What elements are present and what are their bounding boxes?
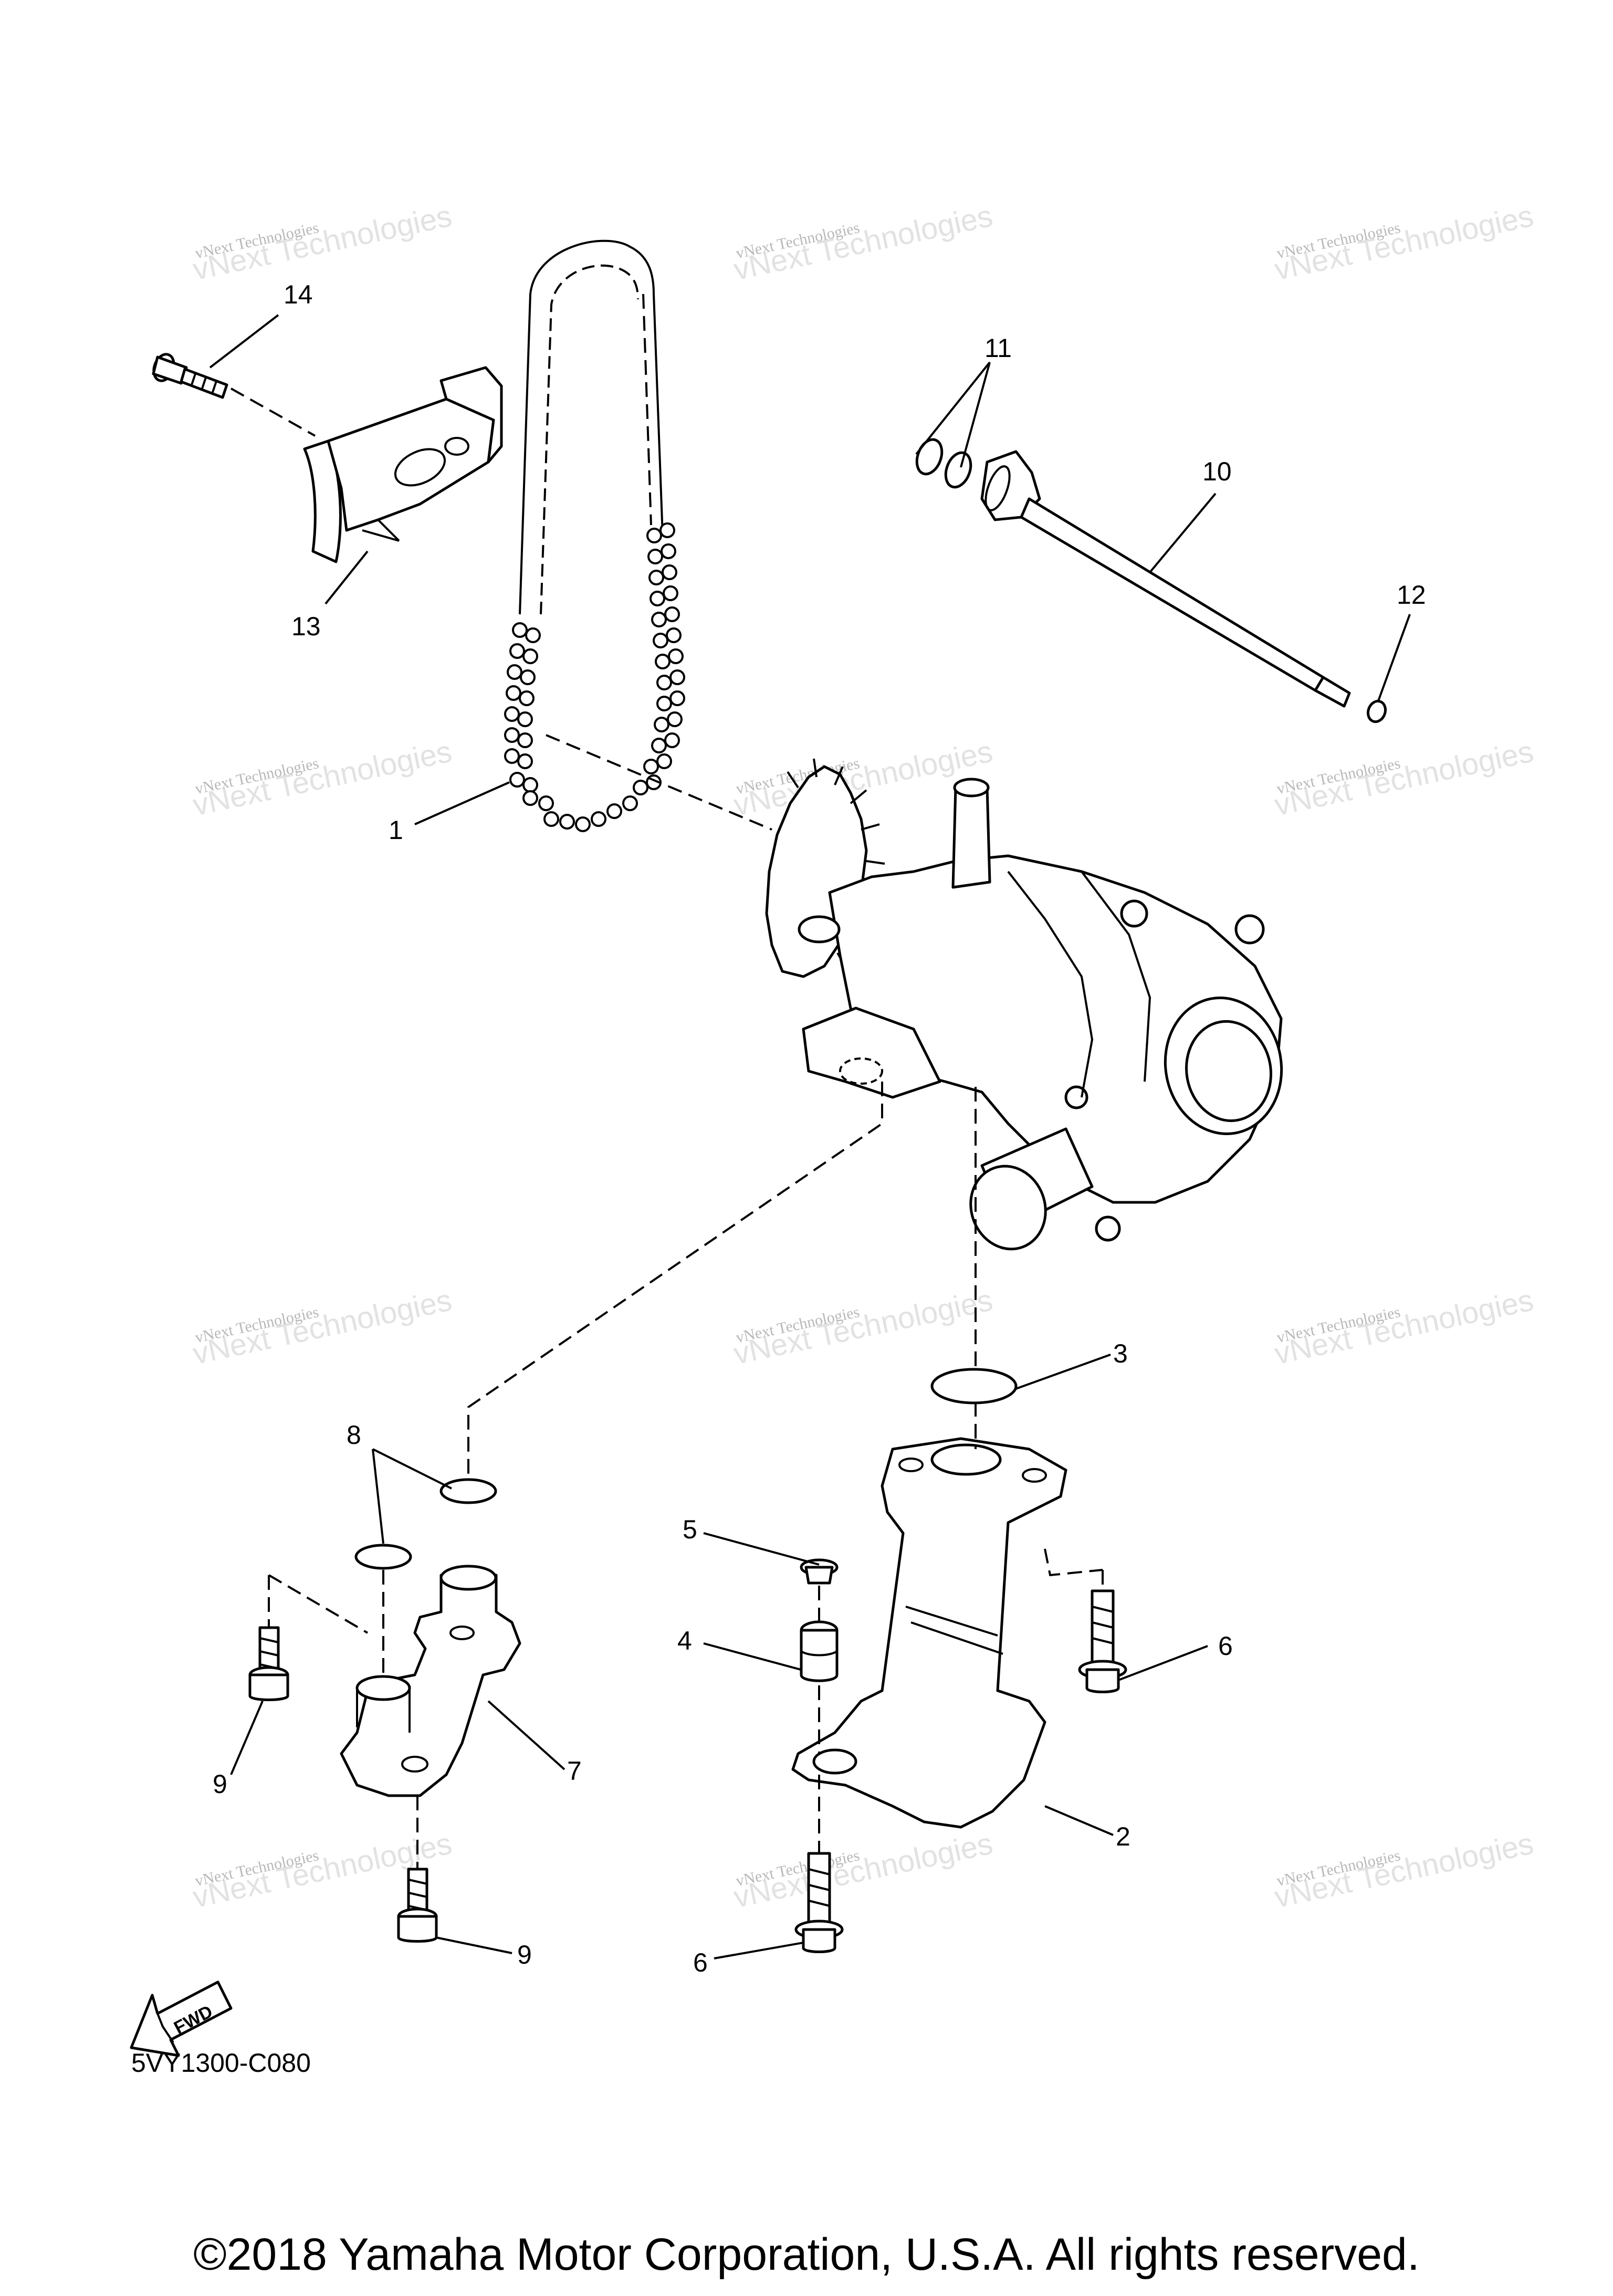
watermark: vNext Technologies vNext Technologies [190, 198, 455, 287]
callout-9-lower: 9 [517, 1940, 532, 1969]
part-5-collar[interactable] [800, 1558, 839, 1585]
part-13-chain-guide[interactable] [303, 366, 503, 563]
part-9-bolt-upper[interactable] [248, 1626, 289, 1701]
part-14-screw[interactable] [150, 351, 228, 399]
callout-4: 4 [677, 1626, 692, 1655]
watermark: vNext Technologies vNext Technologies [1272, 198, 1536, 287]
part-3-o-ring[interactable] [930, 1368, 1018, 1404]
chain-links [504, 522, 685, 832]
callout-8: 8 [347, 1420, 361, 1450]
part-6-flange-bolt-lower[interactable] [794, 1852, 844, 1953]
watermark: vNext Technologies vNext Technologies [190, 1283, 455, 1371]
callout-14: 14 [284, 280, 313, 309]
watermark: vNext Technologies vNext Technologies [731, 1283, 996, 1371]
callout-11: 11 [984, 333, 1012, 363]
watermark: vNext Technologies vNext Technologies [190, 734, 455, 822]
callout-7: 7 [567, 1756, 582, 1786]
callout-3: 3 [1113, 1339, 1128, 1368]
part-12-circlip[interactable] [1365, 699, 1388, 725]
part-1-drive-chain[interactable] [504, 239, 685, 832]
watermark: vNext Technologies vNext Technologies [1272, 1826, 1536, 1914]
copyright-notice: ©2018 Yamaha Motor Corporation, U.S.A. A… [193, 2229, 1420, 2280]
watermark: vNext Technologies vNext Technologies [731, 198, 996, 287]
callout-6-lower: 6 [693, 1948, 708, 1977]
callout-12: 12 [1397, 580, 1426, 610]
watermark: vNext Technologies vNext Technologies [1272, 1283, 1536, 1371]
oil-pump-assembly[interactable] [765, 758, 1292, 1260]
callout-5: 5 [683, 1515, 697, 1544]
drawing-code: 5VY1300-C080 [131, 2048, 311, 2078]
part-8-o-rings[interactable] [354, 1478, 497, 1570]
part-6-flange-bolt-upper[interactable] [1078, 1589, 1127, 1693]
leader-lines [209, 314, 1411, 1959]
watermark: vNext Technologies vNext Technologies [731, 1826, 996, 1914]
callouts: 14 13 1 11 10 12 3 8 5 4 6 7 2 9 9 6 [213, 280, 1426, 1977]
watermark: vNext Technologies vNext Technologies [1272, 734, 1536, 822]
part-2-strainer-cover[interactable] [791, 1437, 1067, 1829]
part-11-o-rings[interactable] [913, 436, 976, 491]
assembly-lines [231, 387, 1104, 1869]
callout-13: 13 [291, 612, 321, 641]
callout-6-upper: 6 [1218, 1631, 1233, 1661]
callout-1: 1 [389, 815, 403, 845]
part-9-bolt-lower[interactable] [397, 1868, 438, 1943]
fwd-arrow-icon: FWD [130, 1980, 233, 2057]
callout-10: 10 [1202, 457, 1232, 486]
part-7-oil-pipe[interactable] [340, 1565, 521, 1797]
callout-2: 2 [1116, 1822, 1130, 1851]
callout-9-upper: 9 [213, 1769, 227, 1799]
part-4-damper[interactable] [800, 1620, 839, 1682]
part-10-shaft[interactable] [980, 450, 1351, 708]
